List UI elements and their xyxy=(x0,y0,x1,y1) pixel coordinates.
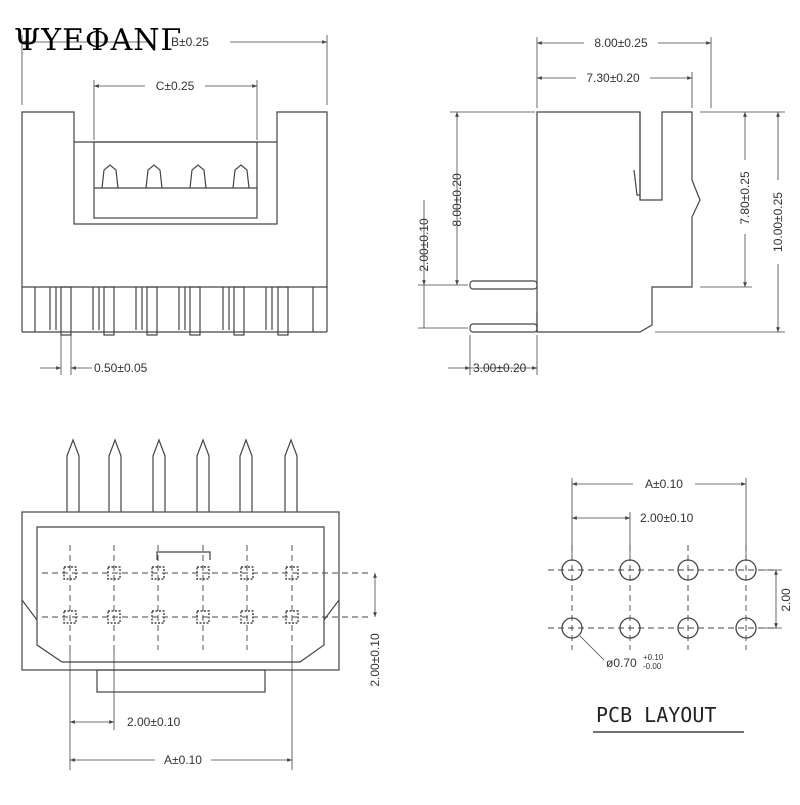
pcb-col-pitch-label: 2.00±0.10 xyxy=(640,511,694,525)
height-inner-label: 8.00±0.20 xyxy=(450,173,464,227)
row-pitch-top-label: 2.00±0.10 xyxy=(368,633,382,687)
depth-inner-label: 7.30±0.20 xyxy=(586,71,640,85)
col-pitch-top-label: 2.00±0.10 xyxy=(127,715,181,729)
side-view xyxy=(418,37,785,375)
pcb-span-label: A±0.10 xyxy=(645,477,683,491)
hole-dia-label: ø0.70 xyxy=(606,656,637,670)
span-top-bg xyxy=(155,753,211,767)
pin-pitch-side-label: 2.00±0.10 xyxy=(417,218,431,272)
pcb-layout xyxy=(548,478,782,733)
height-total-label: 10.00±0.25 xyxy=(771,192,785,252)
c-dim-bg xyxy=(145,79,205,93)
height-wall-label: 7.80±0.25 xyxy=(738,171,752,225)
pcb-span-bg xyxy=(633,477,695,491)
pcb-holes xyxy=(561,559,757,639)
front-pin-tips xyxy=(101,164,250,189)
pin-offset-label: 3.00±0.20 xyxy=(473,361,527,375)
height-total-bg xyxy=(771,180,785,264)
brand-logo: ΨΥΕΦΑΝΓ xyxy=(14,23,183,58)
span-top-label: A±0.10 xyxy=(164,753,202,767)
pcb-layout-title: PCB LAYOUT xyxy=(596,703,716,727)
top-view-pin-squares xyxy=(63,566,299,624)
c-dim-label: C±0.25 xyxy=(156,79,195,93)
pcb-row-pitch-label: 2.00 xyxy=(779,588,793,612)
hole-tol-minus: -0.00 xyxy=(643,662,662,671)
height-wall-bg xyxy=(738,160,752,234)
pin-width-label: 0.50±0.05 xyxy=(94,361,148,375)
top-view xyxy=(21,438,377,770)
depth-total-bg xyxy=(584,36,658,50)
depth-inner-bg xyxy=(576,71,650,85)
depth-total-label: 8.00±0.25 xyxy=(594,36,648,50)
front-pins xyxy=(49,286,289,336)
hole-tol-plus: +0.10 xyxy=(643,653,664,662)
top-view-pins xyxy=(66,438,298,512)
b-dim-label: B±0.25 xyxy=(171,35,209,49)
b-dim-bg xyxy=(150,35,230,49)
